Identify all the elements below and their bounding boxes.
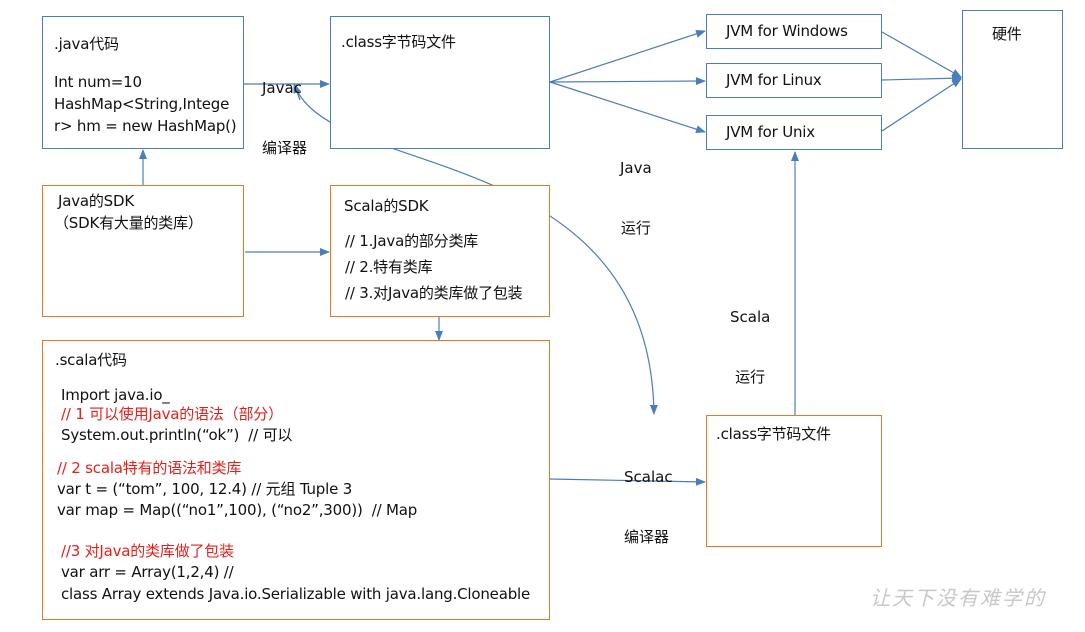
java-sdk-box: Java的SDK （SDK有大量的类库） [42, 185, 244, 317]
scala-sdk-title: Scala的SDK [344, 197, 429, 215]
scala-code-line: var arr = Array(1,2,4) // [61, 563, 234, 581]
scala-code-line: class Array extends Java.io.Serializable… [61, 585, 531, 603]
class-file-bottom-title: .class字节码文件 [716, 425, 831, 443]
scala-code-line: var map = Map((“no1”,100), (“no2”,300)) … [57, 501, 418, 519]
arrow-class-to-jvm-windows [549, 30, 706, 83]
watermark-text: 让天下没有难学的 [870, 586, 1046, 610]
scala-code-comment: // 2 scala特有的语法和类库 [57, 459, 242, 477]
arrow-curve-javac-scalac [294, 85, 658, 415]
jvm-windows-box: JVM for Windows [706, 14, 882, 49]
jvm-windows-label: JVM for Windows [726, 22, 848, 40]
java-code-line: HashMap<String,Intege [54, 95, 230, 113]
java-code-line: r> hm = new HashMap() [54, 117, 237, 135]
jvm-linux-box: JVM for Linux [706, 63, 882, 98]
scalac-label-line1: Scalac [624, 468, 673, 486]
arrow-jvm-linux-to-hardware [881, 74, 962, 83]
java-sdk-line1: Java的SDK [58, 192, 134, 210]
java-sdk-line2: （SDK有大量的类库） [54, 214, 203, 232]
scala-sdk-item: // 1.Java的部分类库 [345, 232, 479, 250]
javac-label: Javac 编译器 [262, 38, 307, 198]
class-file-top-box: .class字节码文件 [330, 16, 550, 149]
scala-run-label: Scala 运行 [730, 267, 770, 427]
javac-label-line2: 编译器 [262, 139, 308, 157]
java-code-line: Int num=10 [54, 73, 142, 91]
java-code-box: .java代码 Int num=10 HashMap<String,Intege… [42, 16, 244, 149]
scala-code-title: .scala代码 [55, 351, 127, 369]
scala-run-label-line1: Scala [730, 308, 771, 326]
scala-sdk-item: // 3.对Java的类库做了包装 [345, 284, 523, 302]
scala-sdk-box: Scala的SDK // 1.Java的部分类库 // 2.特有类库 // 3.… [330, 185, 550, 317]
jvm-linux-label: JVM for Linux [726, 71, 822, 89]
scalac-label: Scalac 编译器 [624, 427, 673, 587]
scala-run-label-line2: 运行 [735, 368, 766, 386]
class-file-top-title: .class字节码文件 [341, 33, 456, 51]
hardware-title: 硬件 [992, 25, 1022, 43]
arrow-curve-start-head [293, 83, 301, 101]
javac-label-line1: Javac [262, 79, 302, 97]
java-run-label-line1: Java [620, 159, 652, 177]
scala-sdk-item: // 2.特有类库 [345, 258, 433, 276]
hardware-box: 硬件 [962, 10, 1063, 149]
jvm-unix-box: JVM for Unix [706, 115, 882, 150]
scala-code-comment: //3 对Java的类库做了包装 [61, 542, 234, 560]
jvm-unix-label: JVM for Unix [726, 123, 815, 141]
scala-code-comment: // 1 可以使用Java的语法（部分） [61, 405, 283, 423]
java-run-label: Java 运行 [620, 118, 652, 278]
scala-code-box: .scala代码 Import java.io_ // 1 可以使用Java的语… [42, 340, 550, 620]
arrow-class-to-jvm-unix [549, 81, 706, 134]
java-run-label-line2: 运行 [620, 219, 651, 237]
arrow-jvm-unix-to-hardware [881, 78, 962, 132]
scala-code-line: Import java.io_ [61, 386, 170, 404]
arrow-jvm-windows-to-hardware [881, 31, 962, 78]
java-code-title: .java代码 [54, 35, 119, 53]
class-file-bottom-box: .class字节码文件 [706, 415, 882, 547]
scala-code-line: System.out.println(“ok”) // 可以 [61, 426, 293, 444]
scala-code-line: var t = (“tom”, 100, 12.4) // 元组 Tuple 3 [57, 480, 353, 498]
scalac-label-line2: 编译器 [624, 528, 670, 546]
arrow-scala-code-to-class [549, 477, 706, 486]
arrow-class-to-jvm-linux [549, 77, 706, 86]
